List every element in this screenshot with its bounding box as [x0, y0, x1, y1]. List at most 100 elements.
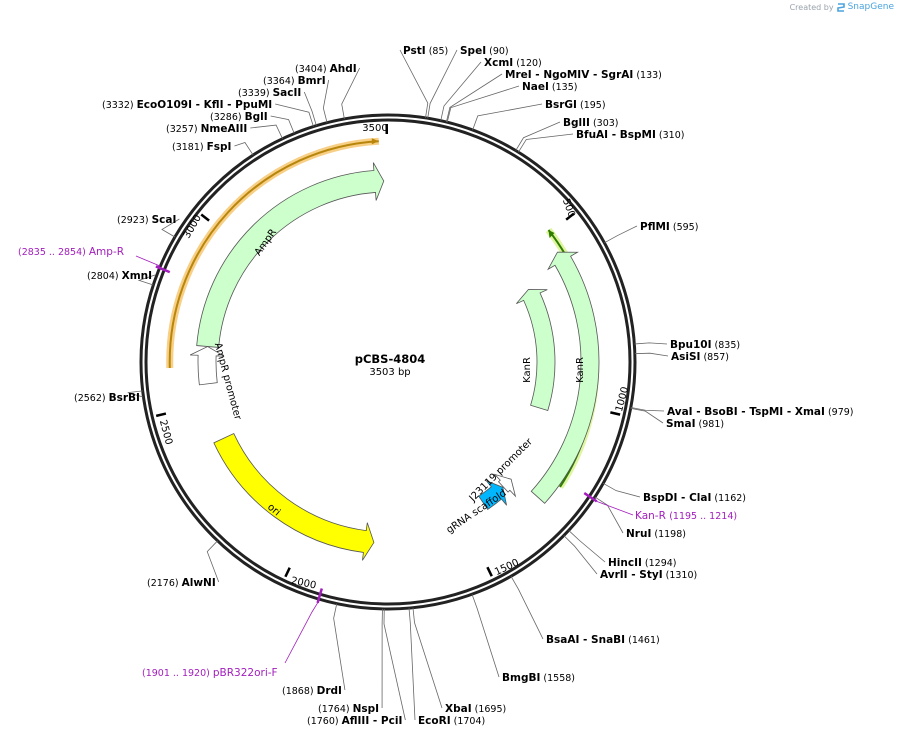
tick-label-3000: 3000: [182, 213, 204, 241]
site-label-psti: PstI (85): [403, 45, 448, 57]
plasmid-name: pCBS-4804: [355, 352, 426, 366]
feature-arrow-j23119-promoter-5: [493, 473, 517, 498]
leader-asisi: [634, 352, 669, 357]
site-position: (3286): [210, 112, 245, 123]
site-position: (1294): [642, 558, 677, 569]
site-ecori: EcoRI (1704): [418, 715, 485, 727]
snapgene-watermark: Created by SnapGene: [790, 2, 894, 12]
site-label-bgli: (3286) BglI: [210, 111, 268, 123]
site-label-nmeaiii: (3257) NmeAIII: [166, 123, 247, 135]
feature-arrow-ampr-promoter-1: [189, 346, 225, 386]
site-label-smai: SmaI (981): [666, 418, 724, 430]
site-label-ahdi: (3404) AhdI: [295, 63, 357, 75]
tick-label-2000: 2000: [290, 576, 317, 592]
site-nspi: (1764) NspI: [318, 703, 379, 715]
leader-scai: [161, 218, 180, 238]
site-label-mrei-ngomiv-sgrai: MreI - NgoMIV - SgrAI (133): [505, 69, 662, 81]
site-xbai: XbaI (1695): [445, 703, 506, 715]
site-label-drdi: (1868) DrdI: [282, 685, 342, 697]
leader-bspdi-clai: [602, 482, 641, 498]
site-mrei-ngomiv-sgrai: MreI - NgoMIV - SgrAI (133): [505, 69, 662, 81]
backbone-outer: [139, 113, 637, 611]
site-label-bmgbi: BmgBI (1558): [502, 672, 575, 684]
leader-avai-bsobi-tspmi-xmai: [630, 407, 665, 412]
primer-arrow-kan: [548, 230, 555, 238]
site-leader-lines: [127, 49, 669, 721]
site-label-bglii: BglII (303): [563, 117, 619, 129]
site-position: (135): [549, 82, 578, 93]
site-position: (3332): [102, 100, 137, 111]
site-position: (981): [696, 419, 725, 430]
site-label-bfuai-bspmi: BfuAI - BspMI (310): [576, 129, 684, 141]
site-label-nrui: NruI (1198): [626, 528, 686, 540]
site-label-xcmi: XcmI (120): [484, 57, 542, 69]
leader-bsrbi: [127, 390, 144, 398]
leader-bmri: [322, 79, 330, 123]
primer-mark-kan-r: [583, 492, 598, 503]
site-position: (2562): [74, 393, 109, 404]
site-bmri: (3364) BmrI: [263, 75, 326, 87]
tick-2500: [155, 412, 167, 418]
leader-bfuai-bspmi: [518, 133, 574, 153]
site-position: (195): [577, 100, 606, 111]
site-position: (3364): [263, 76, 298, 87]
site-fspi: (3181) FspI: [172, 141, 231, 153]
site-label-afliii-pcii: (1760) AflIII - PciI: [307, 715, 402, 727]
site-naei: NaeI (135): [522, 81, 577, 93]
leader-bsaai-snabi: [510, 576, 544, 640]
site-label-xbai: XbaI (1695): [445, 703, 506, 715]
site-position: (133): [633, 70, 662, 81]
tick-2000: [284, 567, 291, 578]
site-label-xmni: (2804) XmnI: [87, 270, 152, 282]
site-position: (90): [486, 46, 509, 57]
primer-mark-pbr322ori-f: [316, 588, 324, 604]
site-label-ecoo109i-kfli-ppumi: (3332) EcoO109I - KflI - PpuMI: [102, 99, 272, 111]
site-position: (835): [712, 340, 741, 351]
site-bgli: (3286) BglI: [210, 111, 268, 123]
feature-arrow-grna-scaffold-6: [478, 480, 507, 511]
leader-drdi: [333, 603, 346, 691]
site-nrui: NruI (1198): [626, 528, 686, 540]
leader-avrii-styi: [563, 535, 598, 575]
leader-psti: [399, 49, 429, 118]
site-xmni: (2804) XmnI: [87, 270, 152, 282]
site-nmeaiii: (3257) NmeAIII: [166, 123, 247, 135]
feature-label-kanr-inner: KanR: [522, 357, 533, 383]
site-position: (1764): [318, 704, 353, 715]
site-position: (1310): [663, 570, 698, 581]
site-position: (120): [513, 58, 542, 69]
site-label-avai-bsobi-tspmi-xmai: AvaI - BsoBI - TspMI - XmaI (979): [667, 406, 854, 418]
backbone-inner: [144, 118, 632, 606]
leader-afliii-pcii: [383, 608, 406, 721]
leader-bgli: [270, 115, 295, 134]
site-spei: SpeI (90): [460, 45, 509, 57]
site-label-bsaai-snabi: BsaAI - SnaBI (1461): [546, 634, 660, 646]
primer-mark-amp-r: [155, 265, 171, 274]
site-position: (979): [825, 407, 854, 418]
primer-label-kan-r: Kan-R (1195 .. 1214): [635, 510, 737, 522]
site-label-nspi: (1764) NspI: [318, 703, 379, 715]
site-bmgbi: BmgBI (1558): [502, 672, 575, 684]
leader-sacii: [303, 91, 317, 126]
primers: Kan-R (1195 .. 1214) (1901 .. 1920) pBR32…: [18, 246, 737, 679]
site-bpu10i: Bpu10I (835): [670, 339, 740, 351]
site-position: (3404): [295, 64, 330, 75]
leader-xbai: [412, 607, 443, 709]
site-label-bsrbi: (2562) BsrBI: [74, 392, 140, 404]
site-label-naei: NaeI (135): [522, 81, 577, 93]
site-labels: PstI (85) SpeI (90)XcmI (120)MreI - NgoMI…: [74, 45, 854, 727]
created-by-text: Created by: [789, 2, 834, 12]
leader-nmeaiii: [250, 124, 283, 139]
site-position: (1704): [451, 716, 486, 727]
site-label-spei: SpeI (90): [460, 45, 509, 57]
site-bsaai-snabi: BsaAI - SnaBI (1461): [546, 634, 660, 646]
primer-label-pbr322ori-f: (1901 .. 1920) pBR322ori-F: [142, 667, 278, 679]
site-label-pflmi: PflMI (595): [640, 221, 698, 233]
tick-500: [565, 212, 575, 221]
tick-1500: [486, 566, 493, 577]
site-bspdi-clai: BspDI - ClaI (1162): [643, 492, 746, 504]
leader-smai: [630, 407, 664, 424]
leader-bglii: [515, 121, 561, 151]
site-position: (1558): [540, 673, 575, 684]
site-position: (2923): [117, 215, 152, 226]
